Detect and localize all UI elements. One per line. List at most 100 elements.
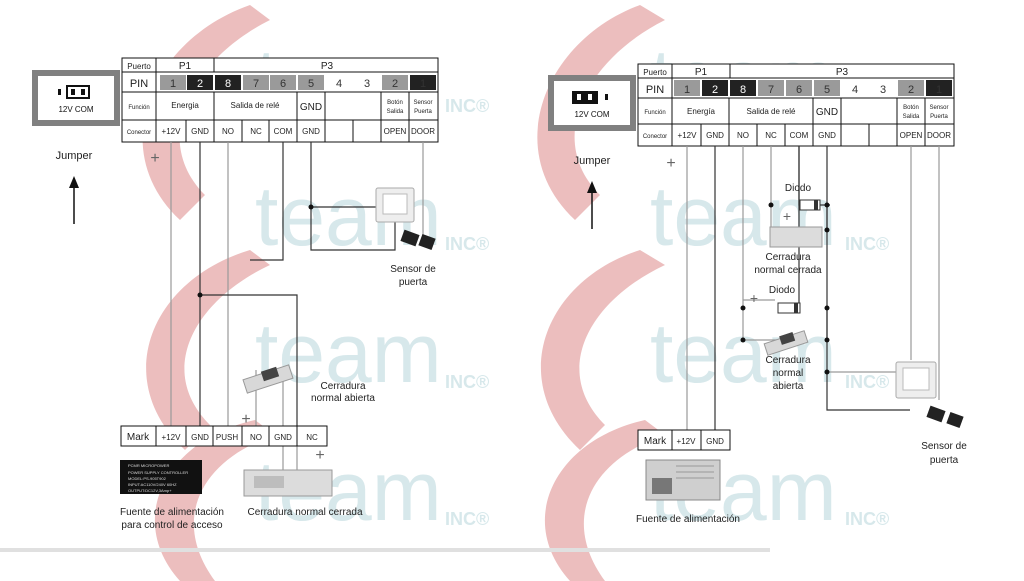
- right-diode-2-label: Diodo: [769, 285, 796, 296]
- right-diode-2-band: [794, 303, 798, 313]
- left-mark-cell: NC: [306, 433, 318, 442]
- right-jumper-label: Jumper: [574, 155, 611, 167]
- watermark-suffix: INC®: [445, 372, 489, 392]
- right-psu-terminal-icon: [652, 478, 672, 494]
- left-door-sensor-label-1: Sensor de: [390, 264, 436, 275]
- left-plus-mark: +: [315, 447, 324, 464]
- left-mark-cell: GND: [274, 433, 292, 442]
- right-plus-mark: +: [666, 155, 675, 172]
- left-pin-label: 8: [225, 78, 231, 90]
- right-pin-label: 6: [796, 84, 802, 96]
- right-jumper-pin-icon: [577, 94, 581, 100]
- right-func-salida: Salida: [903, 114, 920, 120]
- left-exit-button-face: [382, 193, 408, 215]
- watermark-text: team: [255, 306, 442, 400]
- right-mark-cell: +12V: [677, 437, 697, 446]
- left-pin-label: 2: [392, 78, 398, 90]
- right-func-energia: Energía: [687, 107, 716, 116]
- right-junction: [824, 227, 830, 233]
- right-junction: [768, 202, 774, 208]
- right-junction: [824, 369, 830, 375]
- left-func-salida: Salida: [387, 109, 404, 115]
- left-pin-label: 1: [170, 78, 176, 90]
- right-func-gnd: GND: [816, 107, 838, 118]
- right-door-sensor-icon: [926, 405, 946, 423]
- left-row-pin: PIN: [130, 78, 148, 90]
- right-pin-label: 2: [908, 84, 914, 96]
- left-nc-lock-icon: [254, 476, 284, 488]
- left-pin-label: 7: [253, 78, 259, 90]
- left-junction: [197, 292, 203, 298]
- right-junction: [740, 337, 746, 343]
- left-pin-label: 4: [336, 78, 342, 90]
- left-conn-label: NO: [222, 127, 234, 136]
- right-psu-label: Fuente de alimentación: [636, 514, 740, 525]
- left-func-relay: Salida de relé: [231, 101, 280, 110]
- right-conn-label: +12V: [678, 131, 698, 140]
- right-mark-label: Mark: [644, 436, 667, 447]
- left-door-sensor-label-2: puerta: [399, 277, 428, 288]
- left-mark-cell: PUSH: [216, 433, 238, 442]
- right-conn-label: NC: [765, 131, 777, 140]
- right-conn-label: NO: [737, 131, 749, 140]
- watermark-swoosh: [146, 250, 270, 450]
- left-row-funcion: Función: [128, 105, 149, 111]
- right-junction: [824, 202, 830, 208]
- right-door-sensor-icon: [946, 411, 964, 429]
- right-jumper-text: 12V COM: [574, 110, 609, 119]
- watermark-suffix: INC®: [445, 96, 489, 116]
- right-nc-lock-label-1: Cerradura: [765, 252, 810, 263]
- left-conn-label: DOOR: [411, 127, 435, 136]
- right-pin-label: 1: [936, 84, 942, 96]
- left-plus-mark: +: [150, 150, 159, 167]
- left-func-boton: Botón: [387, 100, 403, 106]
- right-junction: [824, 305, 830, 311]
- left-func-puerta: Puerta: [414, 109, 432, 115]
- right-diode-1-label: Diodo: [785, 183, 812, 194]
- right-diode-1-icon: [799, 199, 821, 211]
- right-func-relay: Salida de relé: [747, 107, 796, 116]
- left-conn-label: NC: [250, 127, 262, 136]
- left-conn-label: COM: [274, 127, 293, 136]
- right-conn-label: GND: [818, 131, 836, 140]
- right-conn-label: DOOR: [927, 131, 951, 140]
- right-jumper-pin-icon: [588, 94, 592, 100]
- left-psu-label-2: para control de acceso: [121, 520, 223, 531]
- right-conn-label: GND: [706, 131, 724, 140]
- right-row-conector: Conector: [643, 134, 667, 140]
- right-port-p1: P1: [695, 67, 708, 78]
- left-door-sensor-icon: [400, 229, 420, 247]
- left-jumper-arrow-head: [69, 176, 79, 188]
- right-jumper-block-icon: [572, 91, 598, 104]
- left-pin-label: 6: [280, 78, 286, 90]
- left-psu-label-1: Fuente de alimentación: [120, 507, 224, 518]
- left-mark-cell: NO: [250, 433, 262, 442]
- right-pin-label: 5: [824, 84, 830, 96]
- left-jumper-pin-icon: [58, 89, 61, 95]
- left-diagram: 12V COM Jumper: [32, 57, 439, 531]
- left-psu-screen-line: MODEL:PS-905T902: [128, 476, 167, 481]
- left-pin-label: 3: [364, 78, 370, 90]
- left-junction: [308, 204, 314, 210]
- left-psu-screen-line: PCMR MICROPOWER: [128, 463, 169, 468]
- left-conn-label: GND: [191, 127, 209, 136]
- left-conn-label: +12V: [162, 127, 182, 136]
- right-exit-button-face: [902, 367, 930, 391]
- right-port-p3: P3: [836, 67, 849, 78]
- right-pin-label: 8: [740, 84, 746, 96]
- right-conn-label: COM: [790, 131, 809, 140]
- right-jumper-arrow-head: [587, 181, 597, 193]
- watermark-suffix: INC®: [845, 372, 889, 392]
- right-diode-2-icon: [777, 302, 801, 314]
- right-plus-mark: +: [783, 208, 791, 224]
- right-row-funcion: Función: [644, 110, 665, 116]
- right-no-lock-label-3: abierta: [773, 381, 804, 392]
- right-func-boton: Botón: [903, 105, 919, 111]
- left-jumper-block-icon: [66, 85, 90, 99]
- left-psu-screen-line: POWER SUPPLY CONTROLLER: [128, 470, 188, 475]
- left-pin-table: [121, 57, 439, 143]
- right-diode-1-band: [814, 200, 818, 210]
- left-conn-label: GND: [302, 127, 320, 136]
- right-pin-label: 3: [880, 84, 886, 96]
